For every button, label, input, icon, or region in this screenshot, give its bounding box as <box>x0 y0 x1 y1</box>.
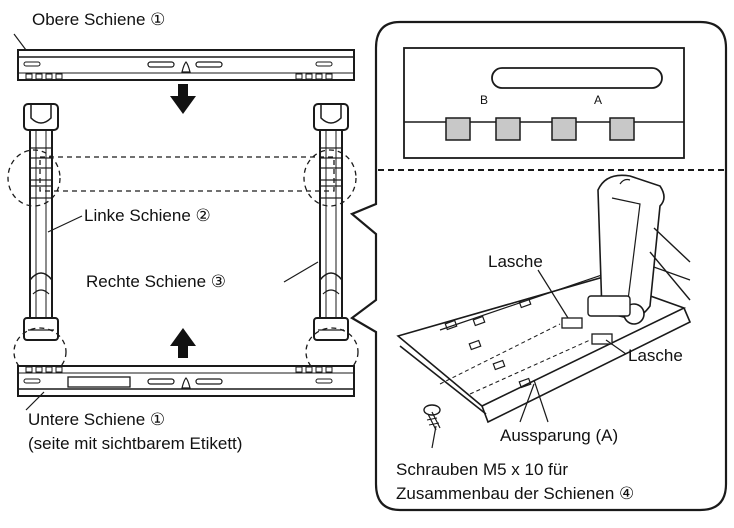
top-rail <box>17 49 355 81</box>
up-arrow-icon <box>170 328 196 358</box>
down-arrow-icon <box>170 84 196 114</box>
leader-lines-left <box>13 33 319 411</box>
tab-label-lower: Lasche <box>628 346 683 365</box>
slot-a-label: A <box>594 93 602 107</box>
tab-label-upper: Lasche <box>488 252 543 271</box>
slot-b-label: B <box>480 93 488 107</box>
bottom-rail-note: (seite mit sichtbarem Etikett) <box>28 434 243 453</box>
screw-icon <box>423 404 441 431</box>
screws-label-line2: Zusammenbau der Schienen ④ <box>396 484 635 503</box>
top-rail-label: Obere Schiene ① <box>32 10 166 29</box>
screws-label-line1: Schrauben M5 x 10 für <box>396 460 568 479</box>
right-rail-label: Rechte Schiene ③ <box>86 272 226 291</box>
slot-detail <box>403 47 685 159</box>
right-rail <box>313 103 349 341</box>
bottom-rail-label: Untere Schiene ① <box>28 410 166 429</box>
left-rail <box>23 103 59 341</box>
label-sticker <box>67 376 131 388</box>
bottom-rail <box>17 365 355 397</box>
detail-callout <box>349 20 728 512</box>
recess-label: Aussparung (A) <box>500 426 619 445</box>
left-rail-label: Linke Schiene ② <box>84 206 211 225</box>
